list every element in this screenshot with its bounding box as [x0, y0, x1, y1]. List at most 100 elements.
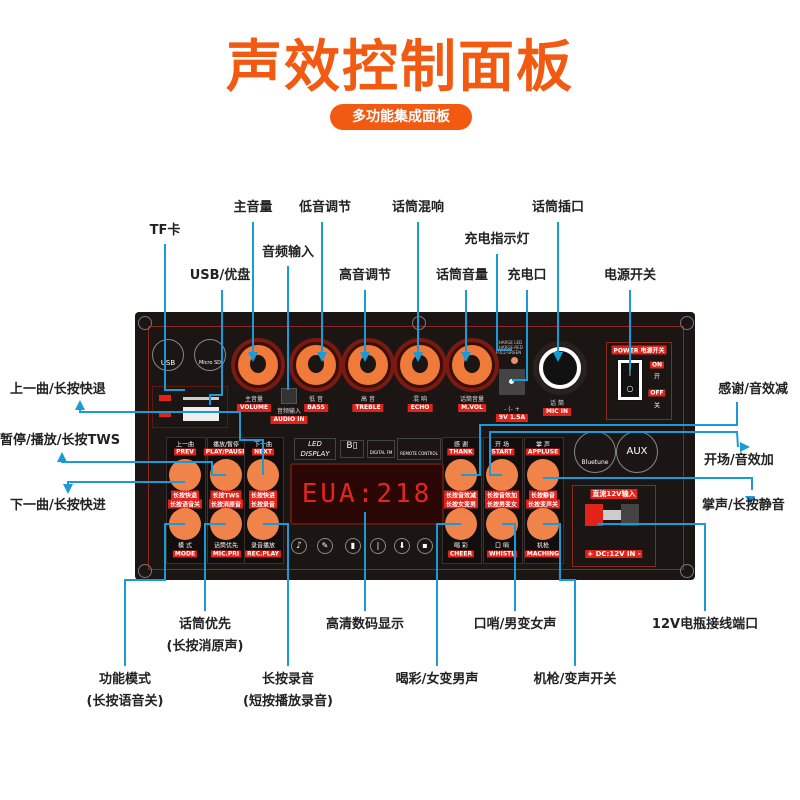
callout-bass: 低音调节 — [298, 200, 352, 215]
button-bottom-en: REC.PLAY — [244, 550, 282, 558]
charge-port[interactable] — [499, 369, 525, 395]
button-bottom-cn: 话筒优先 — [213, 542, 239, 550]
callout-treble: 高音调节 — [338, 268, 392, 283]
button-top-en: PLAY/PAUSE — [203, 448, 249, 456]
dc12v-title: 直流12V输入 — [590, 489, 638, 499]
mic-mode-icon: ✎ — [317, 538, 333, 554]
button-bottom-en: MIC.PRI — [210, 550, 242, 558]
button-long-press-1: 长按快退 — [170, 490, 200, 500]
button-top-en: START — [489, 448, 515, 456]
negative-terminal[interactable] — [621, 504, 639, 526]
button-top-cn: 掌 声 — [536, 441, 550, 449]
tf-slot[interactable] — [183, 397, 219, 400]
screw-hole — [680, 316, 694, 330]
usb-slot-icon — [159, 411, 171, 417]
callout-audio-in: 音频输入 — [261, 245, 315, 260]
power-off-cn: 关 — [653, 402, 661, 410]
button-bottom-cn: 机枪 — [536, 542, 550, 550]
button-long-press-1: 长按快进 — [248, 490, 278, 500]
button-bottom-cn: 喝 彩 — [454, 542, 468, 550]
callout-battery: 12V电瓶接线端口 — [651, 617, 759, 632]
button-long-press-2: 长按变声关 — [525, 499, 561, 509]
remote-control-icon: REMOTE CONTROL — [397, 438, 441, 460]
callout-charge-port: 充电口 — [507, 268, 547, 283]
callout-mode: 功能模式(长按语音关) — [86, 672, 164, 709]
bluetooth-phone-icon: B▯ — [340, 440, 364, 458]
callout-machine: 机枪/变声开关 — [533, 672, 617, 687]
digital-fm-icon: DIGITAL FM — [367, 440, 395, 458]
positive-terminal[interactable] — [585, 504, 603, 526]
charge-port-label: - (- +9V 1.5A — [495, 406, 529, 422]
bass-knob[interactable] — [293, 342, 339, 388]
screw-hole — [680, 564, 694, 578]
terminal-clip — [603, 510, 621, 520]
button-top-en: APPLUSE — [525, 448, 561, 456]
usb-slot[interactable] — [183, 407, 219, 421]
button-top-en: THANK — [447, 448, 475, 456]
button-long-press-2: 长按录音 — [248, 499, 278, 509]
callout-rec: 长按录音(短按播放录音) — [243, 672, 333, 709]
button-bottom-en: CHEER — [447, 550, 475, 558]
screw-hole — [138, 316, 152, 330]
applause-button[interactable] — [527, 459, 559, 491]
music-mode-icon: ♪ — [291, 538, 307, 554]
callout-power: 电源开关 — [603, 268, 657, 283]
button-long-press-1: 长按音效减 — [443, 490, 479, 500]
usb-mode-icon: ⬇ — [394, 538, 410, 554]
usb-icon: USB — [152, 339, 184, 371]
button-long-press-2: 长按女变男 — [443, 499, 479, 509]
button-long-press-2: 长按消原音 — [208, 499, 244, 509]
callout-tf: TF卡 — [149, 223, 181, 238]
mic-volume-knob[interactable] — [449, 342, 495, 388]
screw-hole — [138, 564, 152, 578]
power-on-label: ON — [649, 361, 665, 369]
dc12v-label: + DC:12V IN - — [585, 550, 643, 558]
button-bottom-cn: 口 哨 — [495, 542, 509, 550]
sd-mode-icon: ▪ — [417, 538, 433, 554]
charge-led — [511, 357, 518, 364]
button-bottom-en: WHISTL — [486, 550, 518, 558]
power-on-cn: 开 — [653, 373, 661, 381]
button-top-en: PREV — [174, 448, 196, 456]
callout-start: 开场/音效加 — [704, 453, 774, 468]
callout-whistle: 口哨/男变女声 — [473, 617, 557, 632]
button-bottom-cn: 模 式 — [178, 542, 192, 550]
callout-usb: USB/优盘 — [189, 268, 251, 283]
callout-play: 暂停/播放/长按TWS — [0, 433, 121, 448]
button-long-press-2: 长按语音关 — [167, 499, 203, 509]
button-top-cn: 播放/暂停 — [212, 441, 240, 449]
callout-applause: 掌声/长按静音 — [702, 498, 785, 513]
callout-charge-led: 充电指示灯 — [464, 232, 530, 247]
callout-thank: 感谢/音效减 — [718, 382, 788, 397]
button-bottom-en: MACHING — [524, 550, 562, 558]
led-display: EUA:218 — [290, 463, 444, 525]
subtitle-badge: 多功能集成面板 — [330, 104, 472, 130]
button-long-press-2: 长按男变女 — [484, 499, 520, 509]
button-long-press-1: 长按TWS — [210, 490, 242, 500]
button-top-cn: 感 谢 — [454, 441, 468, 449]
power-title: POWER 电源开关 — [611, 345, 667, 355]
callout-next: 下一曲/长按快进 — [10, 498, 106, 513]
display-value: EUA:218 — [301, 479, 433, 509]
button-bottom-cn: 录音播放 — [250, 542, 276, 550]
treble-knob[interactable] — [345, 342, 391, 388]
prev-button[interactable] — [169, 459, 201, 491]
card-slot-area — [152, 386, 228, 428]
button-bottom-en: MODE — [172, 550, 198, 558]
echo-knob[interactable] — [397, 342, 443, 388]
volume-knob[interactable] — [235, 342, 281, 388]
battery-icon: ▮ — [345, 538, 361, 554]
aux-mode-icon: | — [370, 538, 386, 554]
button-long-press-1: 长按音效加 — [484, 490, 520, 500]
button-top-cn: 上一曲 — [175, 441, 195, 449]
power-off-label: OFF — [648, 389, 666, 397]
